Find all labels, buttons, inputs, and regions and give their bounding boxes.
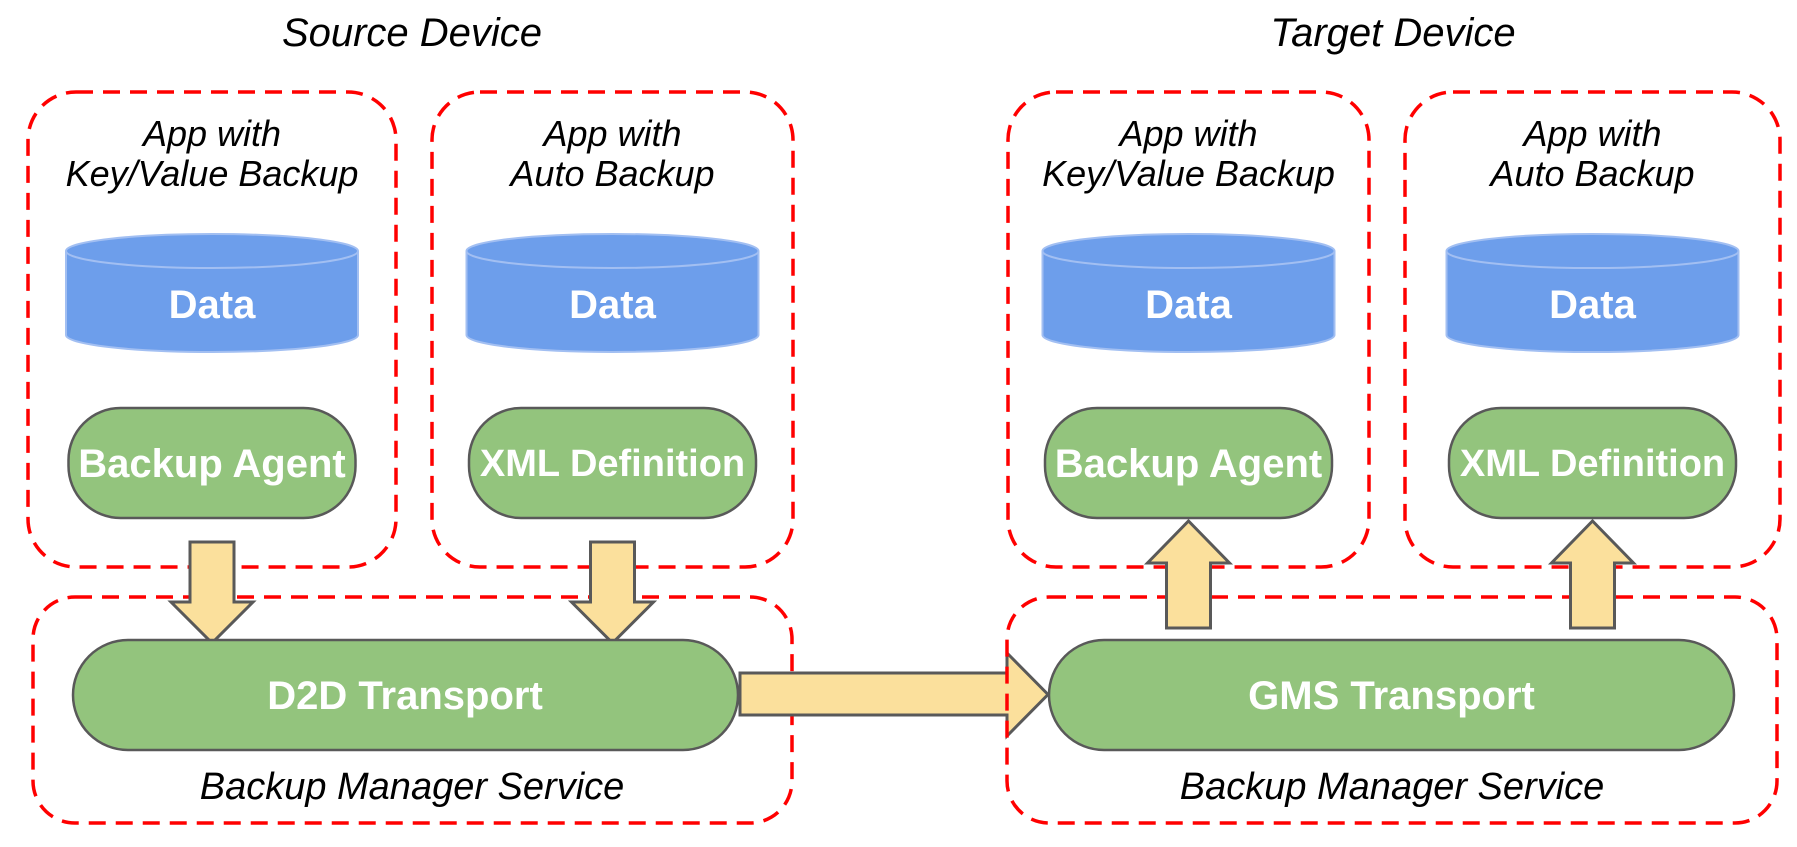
data-store-cylinder bbox=[465, 251, 760, 353]
data-store-label: Data bbox=[169, 283, 256, 327]
backup-agent-label: Backup Agent bbox=[1055, 442, 1322, 486]
backup-agent-pill bbox=[67, 406, 357, 520]
xml-definition-pill bbox=[467, 406, 758, 520]
target-auto-restore-flow-arrow-up bbox=[1547, 518, 1638, 630]
xml-definition-label: XML Definition bbox=[480, 443, 745, 485]
source-keyvalue-backup-flow-arrow-down bbox=[167, 540, 257, 646]
app-label-line2: Key/Value Backup bbox=[66, 153, 359, 194]
d2d-transport-pill bbox=[71, 638, 740, 752]
data-store-label: Data bbox=[1549, 283, 1636, 327]
gms-transport-pill bbox=[1047, 638, 1736, 752]
backup-agent-pill bbox=[1043, 406, 1334, 520]
target-keyvalue-restore-flow-arrow-up bbox=[1143, 518, 1234, 630]
source-keyvalue-app-box bbox=[26, 90, 398, 569]
target-backup-manager-service-label: Backup Manager Service bbox=[1180, 766, 1605, 808]
app-label-line2: Auto Backup bbox=[508, 153, 714, 194]
data-store-cylinder-top bbox=[465, 233, 760, 269]
data-store-cylinder-top bbox=[65, 233, 359, 269]
transport-transfer-arrow-right bbox=[738, 649, 1051, 740]
gms-transport-label: GMS Transport bbox=[1248, 674, 1535, 718]
d2d-transport-label: D2D Transport bbox=[267, 674, 543, 718]
app-label-line1: App with bbox=[541, 113, 681, 154]
source-backup-manager-service-label: Backup Manager Service bbox=[200, 766, 625, 808]
data-store-label: Data bbox=[569, 283, 656, 327]
data-store-cylinder bbox=[1041, 251, 1336, 353]
app-label-line2: Key/Value Backup bbox=[1042, 153, 1335, 194]
data-store-cylinder bbox=[1445, 251, 1740, 353]
target-backup-manager-service-box bbox=[1005, 595, 1779, 825]
data-store-cylinder bbox=[65, 251, 359, 353]
app-label-line1: App with bbox=[1117, 113, 1257, 154]
xml-definition-pill bbox=[1447, 406, 1738, 520]
target-device-title: Target Device bbox=[1270, 11, 1515, 55]
source-auto-backup-flow-arrow-down bbox=[567, 540, 658, 646]
app-label-line2: Auto Backup bbox=[1488, 153, 1694, 194]
source-device-title: Source Device bbox=[282, 11, 542, 55]
data-store-cylinder-top bbox=[1445, 233, 1740, 269]
data-store-cylinder-top bbox=[1041, 233, 1336, 269]
app-label-line1: App with bbox=[141, 113, 281, 154]
xml-definition-label: XML Definition bbox=[1460, 443, 1725, 485]
app-label-line1: App with bbox=[1521, 113, 1661, 154]
data-store-label: Data bbox=[1145, 283, 1232, 327]
backup-agent-label: Backup Agent bbox=[78, 442, 345, 486]
